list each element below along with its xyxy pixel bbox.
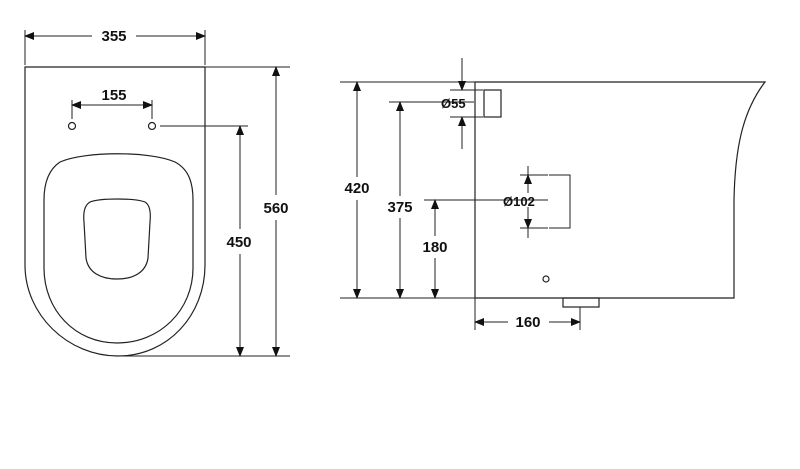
side-view: 420 375 180 Ø55 Ø102 160 xyxy=(340,58,767,331)
water-inlet xyxy=(483,89,502,118)
outlet-height-dimension: 180 xyxy=(422,239,447,256)
outlet-diameter-dimension: Ø102 xyxy=(503,194,535,209)
hole-spacing-dimension: 155 xyxy=(101,87,126,104)
fixing-hole-right xyxy=(147,121,157,131)
fixing-hole-left xyxy=(67,121,77,131)
inlet-diameter-dimension: Ø55 xyxy=(441,96,466,111)
height-dimension: 420 xyxy=(344,180,369,197)
hole-to-front-dimension: 450 xyxy=(226,234,251,251)
seat-opening xyxy=(83,198,151,280)
top-view: 355 155 560 450 xyxy=(24,28,290,357)
outlet-offset-dimension: 160 xyxy=(515,314,540,331)
fixing-point xyxy=(542,275,550,283)
pan-body-outline xyxy=(474,81,767,299)
waste-outlet xyxy=(562,297,600,308)
seat-outer xyxy=(43,153,194,344)
inlet-height-dimension: 375 xyxy=(387,199,412,216)
width-dimension: 355 xyxy=(101,28,126,45)
depth-dimension: 560 xyxy=(263,200,288,217)
